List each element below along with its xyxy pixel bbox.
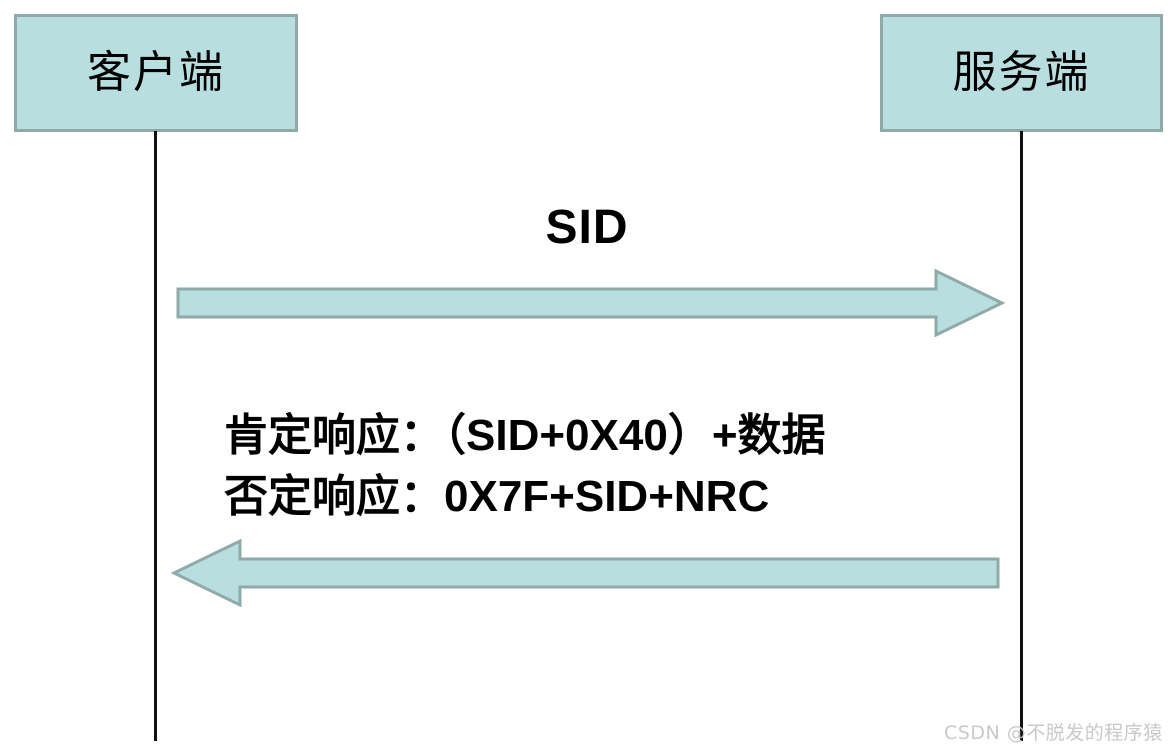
participant-label-client: 客户端 [87,47,225,98]
paren-close: ） [667,410,712,461]
message-label-response: 肯定响应：（SID+0X40）+数据 否定响应：0X7F+SID+NRC [224,406,826,527]
response-code-negative: 0X7F+SID+NRC [444,471,770,521]
message-arrow-response [170,538,1000,608]
response-prefix-negative: 否定响应： [224,470,444,522]
message-label-request: SID [545,201,629,254]
response-plus-positive: + [711,411,738,460]
participant-label-server: 服务端 [952,47,1091,98]
response-suffix-positive: 数据 [737,410,826,461]
lifeline-client [154,131,157,741]
message-arrow-request [176,268,1006,338]
lifeline-server [1020,131,1023,741]
participant-box-client: 客户端 [14,14,298,132]
response-line-negative: 否定响应：0X7F+SID+NRC [224,467,826,528]
response-code-positive: SID+0X40 [466,411,668,460]
arrow-left-shape [170,538,1000,608]
paren-open: （ [444,410,466,461]
arrow-right-shape [176,268,1006,338]
response-line-positive: 肯定响应：（SID+0X40）+数据 [224,406,826,467]
participant-box-server: 服务端 [880,14,1163,132]
watermark: CSDN @不脱发的程序猿 [944,722,1163,744]
response-prefix-positive: 肯定响应： [224,410,444,461]
